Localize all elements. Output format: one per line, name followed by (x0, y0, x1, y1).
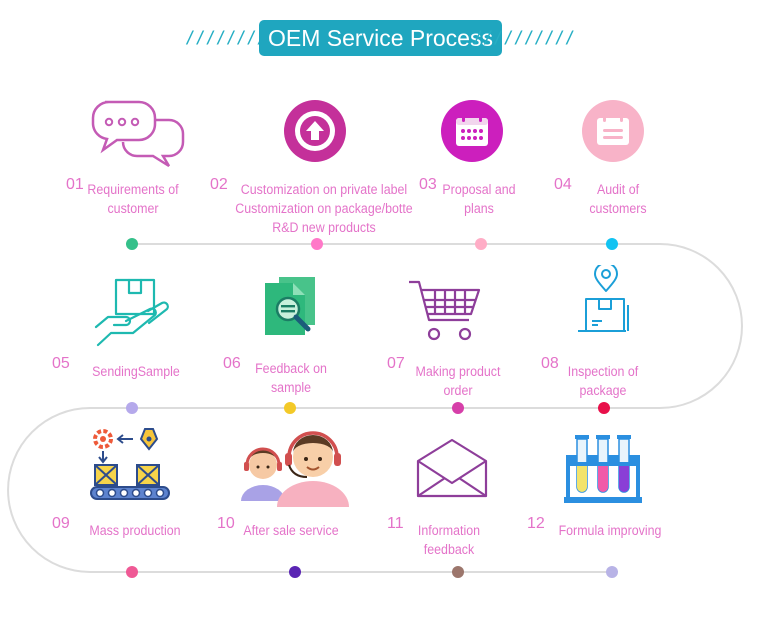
support-agents-icon (241, 431, 349, 507)
step-number-08: 08 (541, 355, 559, 372)
step-number-01: 01 (66, 176, 84, 193)
step-number-10: 10 (217, 515, 235, 532)
step-dot-11 (452, 566, 464, 578)
title-decoration-right: ////////// (472, 28, 575, 48)
step-dot-01 (126, 238, 138, 250)
step-dot-12 (606, 566, 618, 578)
step-dot-02 (311, 238, 323, 250)
step-dot-08 (598, 402, 610, 414)
document-search-icon (265, 277, 315, 335)
shopping-cart-icon (409, 280, 481, 341)
step-number-06: 06 (223, 355, 241, 372)
step-number-12: 12 (527, 515, 545, 532)
envelope-icon (416, 438, 488, 498)
step-dot-09 (126, 566, 138, 578)
upload-circle-icon (284, 100, 346, 162)
step-dot-04 (606, 238, 618, 250)
chat-bubbles-icon (91, 100, 185, 168)
step-dot-05 (126, 402, 138, 414)
step-dot-07 (452, 402, 464, 414)
step-number-11: 11 (387, 515, 404, 532)
hand-box-icon (94, 278, 169, 347)
step-number-09: 09 (52, 515, 70, 532)
step-dot-06 (284, 402, 296, 414)
step-number-04: 04 (554, 176, 572, 193)
conveyor-production-icon (90, 428, 170, 500)
step-number-07: 07 (387, 355, 405, 372)
package-location-icon (578, 265, 629, 332)
step-label-05: SendingSample (92, 364, 180, 379)
step-label-10: After sale service (243, 523, 339, 538)
step-dot-10 (289, 566, 301, 578)
calendar-icon (441, 100, 503, 162)
step-number-05: 05 (52, 355, 70, 372)
note-card-icon (582, 100, 644, 162)
test-tubes-icon (564, 435, 642, 503)
step-number-02: 02 (210, 176, 228, 193)
page-title: OEM Service Process (259, 20, 502, 56)
title-banner: ////////// OEM Service Process /////////… (185, 20, 575, 56)
step-dot-03 (475, 238, 487, 250)
step-number-03: 03 (419, 176, 437, 193)
step-label-09: Mass production (89, 523, 181, 538)
step-label-12: Formula improving (558, 523, 662, 538)
